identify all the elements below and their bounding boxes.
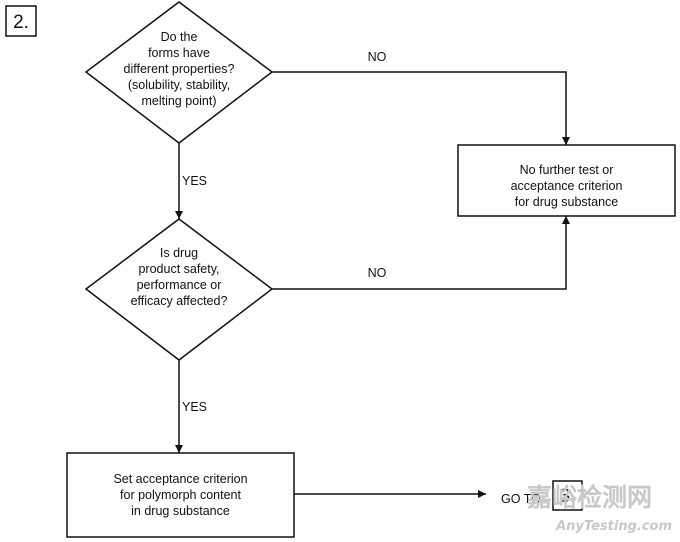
edge-properties-no	[272, 71, 570, 145]
goto-target-label: 3.	[560, 486, 576, 507]
edge-properties-yes-label: YES	[182, 174, 207, 188]
edge-safety-no	[272, 216, 570, 290]
decision-properties-line-5: melting point)	[141, 94, 216, 108]
edge-properties-no-label: NO	[368, 50, 387, 64]
decision-safety-line-2: product safety,	[138, 262, 219, 276]
decision-properties: Do the forms have different properties? …	[84, 1, 274, 144]
decision-safety-line-1: Is drug	[160, 246, 198, 260]
goto-target-box	[552, 480, 583, 511]
decision-properties-line-1: Do the	[161, 30, 198, 44]
decision-properties-line-3: different properties?	[124, 62, 235, 76]
box-no-test-line-3: for drug substance	[515, 195, 619, 209]
box-set-criterion-line-3: in drug substance	[131, 504, 230, 518]
decision-properties-line-2: forms have	[148, 46, 210, 60]
box-set-criterion-frame	[66, 452, 295, 538]
box-no-test-line-1: No further test or	[520, 163, 614, 177]
decision-safety-line-4: efficacy affected?	[131, 294, 228, 308]
edge-safety-no-label: NO	[368, 266, 387, 280]
box-no-test: No further test or acceptance criterion …	[457, 144, 676, 217]
box-set-criterion-line-1: Set acceptance criterion	[113, 472, 247, 486]
decision-safety: Is drug product safety, performance or e…	[84, 218, 274, 361]
watermark-latin: AnyTesting.com	[555, 519, 672, 534]
box-set-criterion-line-2: for polymorph content	[120, 488, 241, 502]
goto-label: GO TO	[501, 492, 541, 506]
step-badge-box	[5, 5, 37, 37]
watermark-chinese: 嘉峪检测网	[527, 483, 652, 512]
box-set-criterion: Set acceptance criterion for polymorph c…	[66, 452, 295, 538]
box-no-test-line-2: acceptance criterion	[511, 179, 623, 193]
edge-safety-yes-label: YES	[182, 400, 207, 414]
step-badge-label: 2.	[13, 12, 29, 33]
decision-safety-line-3: performance or	[137, 278, 222, 292]
decision-properties-line-4: (solubility, stability,	[128, 78, 230, 92]
